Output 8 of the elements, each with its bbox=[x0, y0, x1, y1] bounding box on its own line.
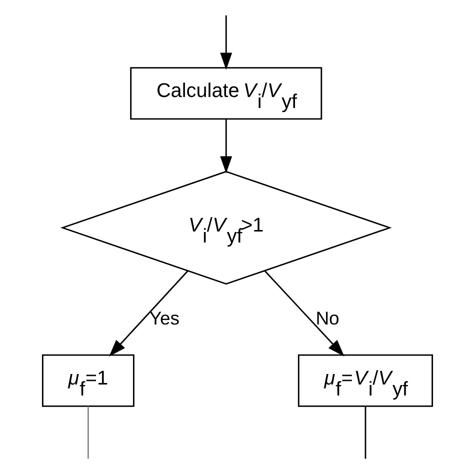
edge-label: Yes bbox=[148, 307, 179, 328]
connector bbox=[86, 406, 88, 459]
edge-label: No bbox=[315, 307, 339, 328]
arrow bbox=[108, 270, 188, 357]
arrow bbox=[220, 120, 232, 174]
connector bbox=[364, 406, 366, 459]
arrow bbox=[220, 15, 232, 70]
arrow bbox=[264, 270, 344, 357]
